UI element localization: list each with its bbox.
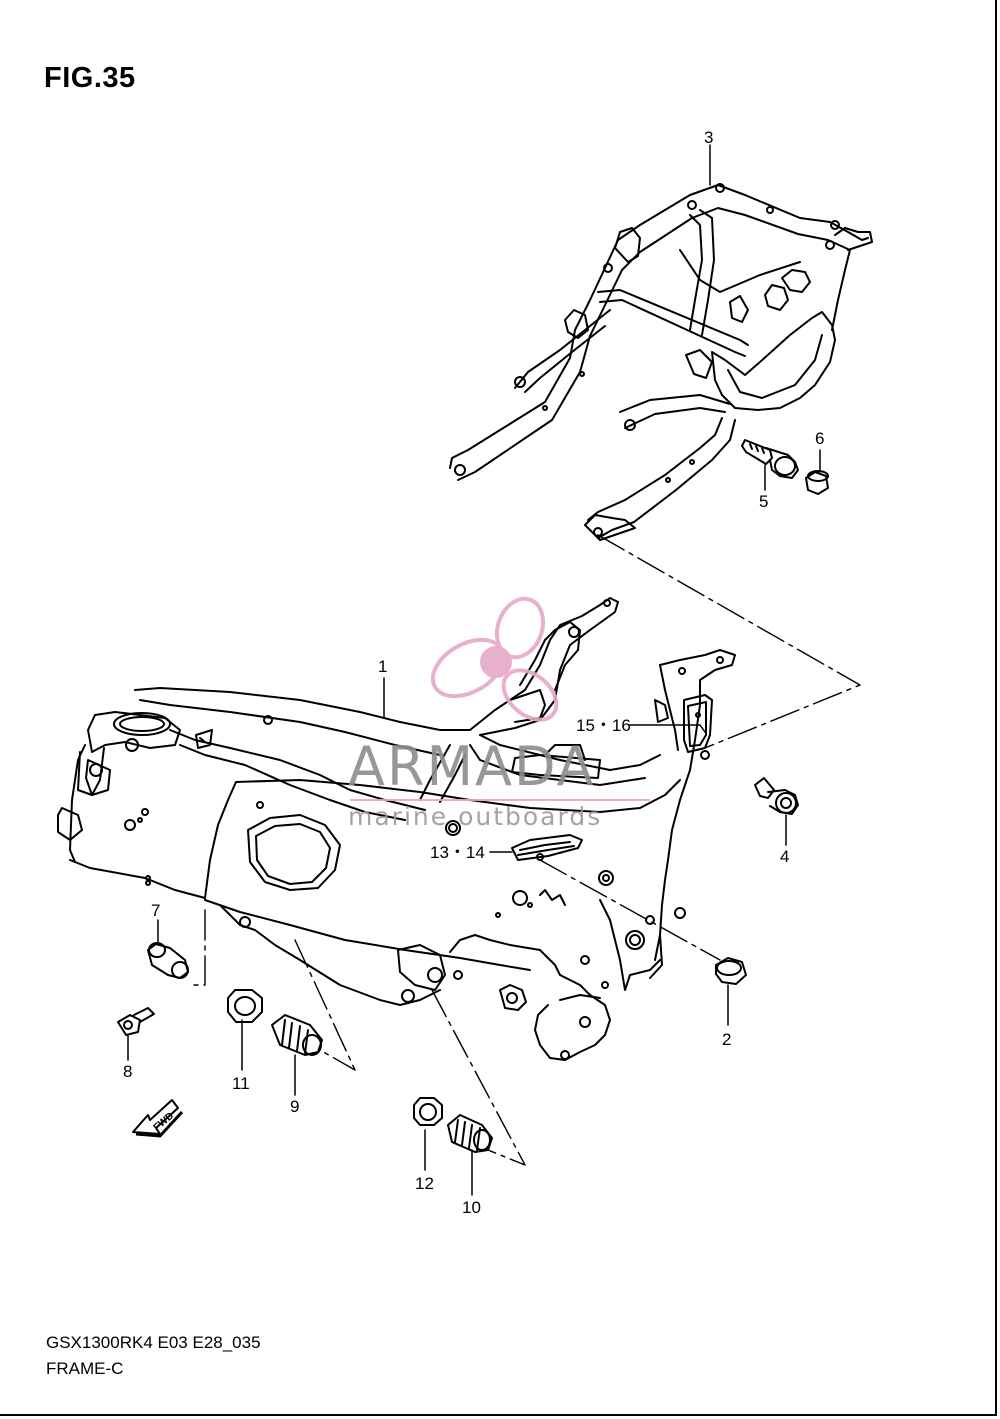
callout-4: 4 xyxy=(780,847,789,866)
nut-part-11 xyxy=(227,989,263,1023)
callout-9: 9 xyxy=(290,1097,299,1116)
callout-5: 5 xyxy=(759,492,768,511)
watermark-brand: ARMADA xyxy=(348,735,596,798)
seat-rail-subframe xyxy=(449,183,873,541)
adjuster-part-10 xyxy=(447,1114,493,1153)
callout-labels: 1 2 3 4 5 6 7 8 9 10 11 12 13・14 15・16 xyxy=(123,128,824,1217)
footer-section-name: FRAME-C xyxy=(46,1359,124,1378)
footer-model-code: GSX1300RK4 E03 E28_035 xyxy=(46,1333,261,1352)
callout-13-14: 13・14 xyxy=(430,843,485,862)
bolt-part-5 xyxy=(741,439,799,479)
watermark-tagline: marine outboards xyxy=(348,802,602,831)
cap-part-6 xyxy=(805,470,829,495)
adjuster-part-9 xyxy=(271,1014,323,1056)
nut-part-12 xyxy=(413,1097,443,1126)
leader-lines xyxy=(127,144,821,1196)
callout-7: 7 xyxy=(151,901,160,920)
callout-1: 1 xyxy=(378,657,387,676)
callout-11: 11 xyxy=(232,1074,250,1093)
callout-15-16: 15・16 xyxy=(576,716,631,735)
assembly-lines xyxy=(187,534,861,1166)
callout-2: 2 xyxy=(722,1030,731,1049)
collar-part-7 xyxy=(147,942,189,979)
callout-12: 12 xyxy=(415,1174,434,1193)
figure-title: FIG.35 xyxy=(44,62,136,94)
callout-10: 10 xyxy=(462,1198,481,1217)
propeller-logo-icon xyxy=(430,596,559,722)
fwd-arrow-icon: FWD xyxy=(132,1099,184,1138)
grommet-part-2 xyxy=(715,957,747,985)
bolt-part-4 xyxy=(754,777,799,815)
watermark: ARMADA marine outboards xyxy=(348,596,650,831)
callout-8: 8 xyxy=(123,1062,132,1081)
callout-6: 6 xyxy=(815,429,824,448)
main-frame xyxy=(57,597,736,1061)
bolt-part-8 xyxy=(117,1007,155,1036)
callout-3: 3 xyxy=(704,128,713,147)
